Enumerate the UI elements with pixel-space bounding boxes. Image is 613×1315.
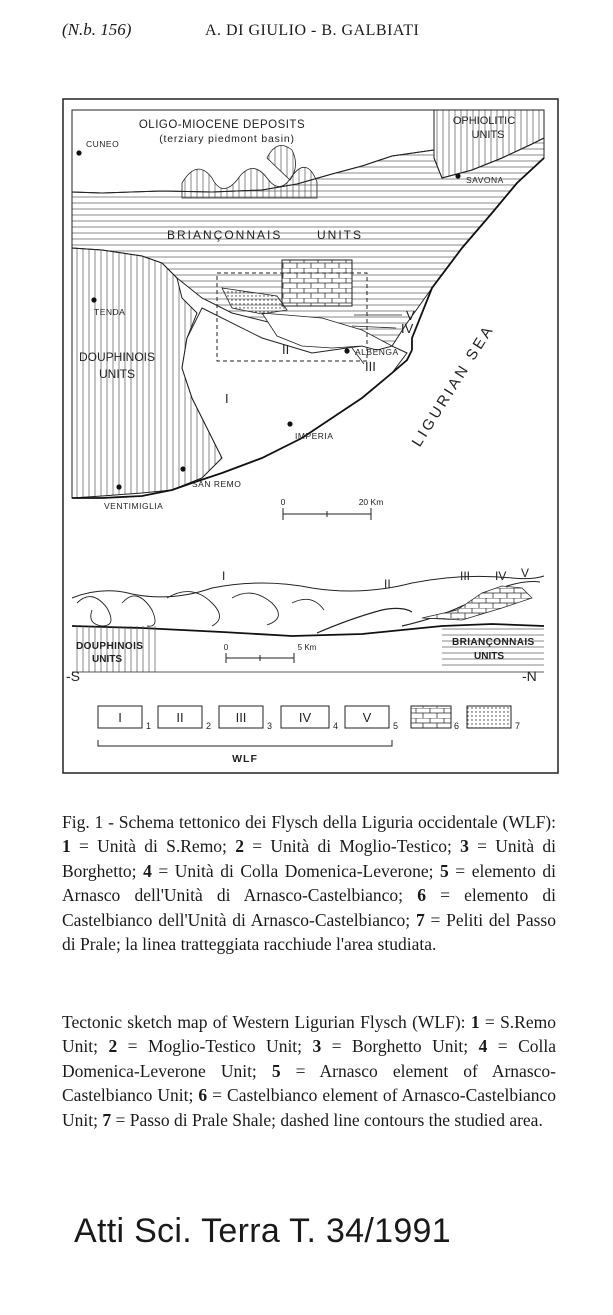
svg-text:5 Km: 5 Km (298, 643, 317, 652)
svg-text:0: 0 (281, 497, 286, 507)
section-brianconnais-block (442, 626, 544, 666)
tectonic-figure: OLIGO-MIOCENE DEPOSITS (terziary piedmon… (62, 98, 559, 774)
journal-footer: Atti Sci. Terra T. 34/1991 (74, 1212, 451, 1250)
brianconnais-label: BRIANÇONNAIS (167, 228, 282, 242)
ligurian-coastline (72, 349, 413, 499)
svg-text:III: III (236, 710, 247, 725)
legend-item-7: 7 (466, 705, 520, 731)
map-roman-II: II (282, 342, 289, 357)
moglio-testico-area (261, 312, 394, 351)
legend: I 1 II 2 III 3 IV 4 V 5 6 7 (97, 705, 520, 765)
svg-text:5: 5 (393, 721, 398, 731)
city-ventimiglia: VENTIMIGLIA (104, 484, 163, 511)
passo-prale-area (221, 287, 288, 315)
svg-text:II: II (176, 710, 183, 725)
ophiolitic-label-1: OPHIOLITIC (453, 115, 515, 127)
section-roman-II: II (384, 577, 391, 591)
city-imperia: IMPERIA (287, 421, 333, 441)
svg-text:VENTIMIGLIA: VENTIMIGLIA (104, 501, 163, 511)
section-roman-I: I (222, 569, 225, 583)
section-douphinois-2: UNITS (92, 654, 122, 665)
section-basal-contact (71, 623, 545, 637)
svg-text:IV: IV (299, 710, 312, 725)
cross-section: I II III IV V DOUPHINOIS UNITS BRIANÇONN… (66, 566, 545, 684)
city-san-remo: SAN REMO (180, 466, 241, 489)
svg-text:7: 7 (515, 721, 520, 731)
map-roman-V: V (406, 308, 415, 323)
map-roman-IV: IV (401, 321, 414, 336)
svg-text:0: 0 (224, 643, 229, 652)
svg-text:1: 1 (146, 721, 151, 731)
svg-text:I: I (118, 710, 122, 725)
city-tenda: TENDA (91, 297, 125, 317)
svg-text:V: V (363, 710, 372, 725)
legend-item-3: III 3 (218, 705, 272, 731)
section-thrust-ii (316, 607, 413, 634)
svg-text:SAVONA: SAVONA (466, 175, 504, 185)
city-albenga: ALBENGA (344, 347, 398, 357)
svg-text:3: 3 (267, 721, 272, 731)
douphinois-label-1: DOUPHINOIS (79, 350, 155, 364)
section-upper-boundary (71, 575, 545, 599)
legend-item-2: II 2 (157, 705, 211, 731)
section-scale-bar: 0 5 Km (224, 643, 317, 663)
section-roman-III: III (460, 569, 470, 583)
legend-item-5: V 5 (344, 705, 398, 731)
ophiolitic-label-2: UNITS (472, 129, 505, 141)
legend-item-6: 6 (410, 705, 459, 731)
svg-text:CUNEO: CUNEO (86, 139, 119, 149)
city-savona: SAVONA (455, 173, 503, 185)
svg-text:IMPERIA: IMPERIA (295, 431, 333, 441)
oligo-miocene-label: OLIGO-MIOCENE DEPOSITS (139, 119, 305, 131)
page-reference: (N.b. 156) (62, 20, 132, 39)
map-roman-I: I (225, 391, 229, 406)
castelbianco-area (281, 259, 353, 307)
section-douphinois-block (72, 626, 157, 672)
svg-text:TENDA: TENDA (94, 307, 125, 317)
map-scale-bar: 0 20 Km (281, 497, 384, 520)
svg-text:SAN REMO: SAN REMO (192, 479, 241, 489)
section-folds (76, 591, 325, 627)
brianconnais-units-label: UNITS (317, 228, 363, 242)
city-cuneo: CUNEO (76, 139, 119, 156)
douphinois-label-2: UNITS (99, 367, 135, 381)
svg-text:4: 4 (333, 721, 338, 731)
svg-text:ALBENGA: ALBENGA (355, 347, 399, 357)
section-roman-V: V (521, 566, 529, 580)
legend-wlf-bracket: WLF (97, 740, 393, 765)
section-north: -N (522, 668, 537, 684)
svg-text:WLF: WLF (232, 753, 258, 765)
caption-italian: Fig. 1 - Schema tettonico dei Flysch del… (62, 811, 557, 955)
map-roman-III: III (365, 359, 376, 374)
section-south: -S (66, 668, 80, 684)
svg-text:20 Km: 20 Km (359, 497, 384, 507)
section-brianconnais-1: BRIANÇONNAIS (452, 637, 535, 648)
section-douphinois-1: DOUPHINOIS (76, 641, 143, 652)
ophiolite-small-lobe (266, 145, 296, 181)
legend-item-4: IV 4 (280, 705, 338, 731)
upper-coastline (411, 157, 545, 350)
page-authors: A. DI GIULIO - B. GALBIATI (205, 22, 420, 39)
oligo-miocene-sublabel: (terziary piedmont basin) (159, 133, 295, 145)
svg-text:6: 6 (454, 721, 459, 731)
svg-text:2: 2 (206, 721, 211, 731)
section-brianconnais-2: UNITS (474, 651, 504, 662)
section-brianconnais-wedge (421, 585, 533, 621)
caption-english: Tectonic sketch map of Western Ligurian … (62, 1011, 556, 1130)
section-roman-IV: IV (495, 569, 506, 583)
legend-item-1: I 1 (97, 705, 151, 731)
